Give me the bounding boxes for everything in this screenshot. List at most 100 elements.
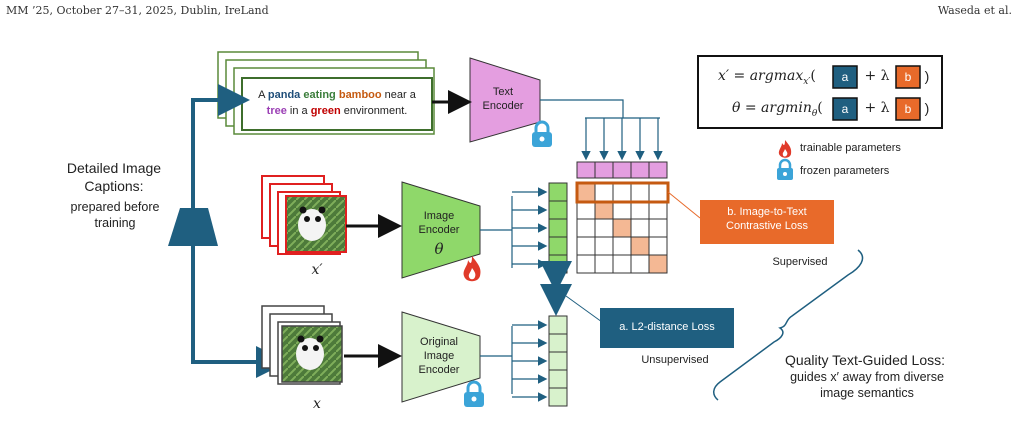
caption-text-line2: tree in a green environment.: [267, 105, 408, 117]
original-image-stack: [261, 305, 343, 385]
image-encoder-label: Image Encoder: [418, 210, 460, 236]
eq2-b-label: b: [904, 102, 912, 116]
matrix-cell: [630, 218, 650, 238]
caption-flow-line-down: [191, 246, 288, 378]
matrix-cell: [576, 236, 596, 256]
flame-icon: [778, 140, 792, 158]
image-embedding-cell: [548, 182, 568, 202]
matrix-cell: [630, 236, 650, 256]
caption-card-stack: [217, 51, 435, 135]
text-embedding-cell: [612, 161, 632, 179]
matrix-cell: [576, 200, 596, 220]
caption-flow-line: [191, 84, 250, 208]
caption-segment: in a: [287, 105, 311, 117]
matrix-cell: [576, 182, 596, 202]
original-encoder-label: Original Image Encoder: [418, 336, 460, 376]
text-embedding-cell: [648, 161, 668, 179]
text-embedding-row: [576, 161, 668, 179]
matrix-cell: [612, 218, 632, 238]
text-embedding-cell: [630, 161, 650, 179]
matrix-cell: [630, 182, 650, 202]
eq1-box-b: [895, 65, 921, 89]
original-embedding-cell: [548, 369, 568, 389]
matrix-cell: [648, 236, 668, 256]
matrix-cell: [648, 218, 668, 238]
caption-segment: near a: [382, 89, 417, 101]
supervised-label: Supervised: [772, 256, 828, 268]
matrix-cell: [594, 218, 614, 238]
original-embedding-cell: [548, 387, 568, 407]
eq1-b-label: b: [904, 70, 912, 84]
eq1-box-a: [832, 65, 858, 89]
matrix-cell: [594, 236, 614, 256]
loss-b-box: [700, 200, 834, 244]
eq2-box-a: [832, 97, 858, 121]
matrix-cell: [612, 200, 632, 220]
unsupervised-label: Unsupervised: [641, 354, 709, 366]
eq2-box-b: [895, 97, 921, 121]
detailed-captions-sub: prepared before training: [70, 200, 160, 230]
x-label: x: [313, 396, 321, 412]
loss-a-label: a. L2-distance Loss: [619, 321, 715, 333]
header-authors: Waseda et al.: [937, 4, 1012, 17]
original-encoder-shape: [401, 311, 481, 403]
x-prime-label: x′: [311, 262, 323, 278]
text-embedding-cell: [594, 161, 614, 179]
caption-segment: tree: [267, 105, 287, 117]
image-embedding-cell: [548, 218, 568, 238]
image-embedding-cell: [548, 200, 568, 220]
matrix-cell: [630, 200, 650, 220]
matrix-cell: [630, 254, 650, 274]
matrix-cell: [576, 254, 596, 274]
caption-source-shape: [168, 208, 218, 246]
image-embedding-cell: [548, 254, 568, 274]
lock-icon: [532, 120, 552, 147]
eq2-lhs: θ = argmin: [732, 100, 812, 116]
text-embedding-cell: [576, 161, 596, 179]
caption-segment: green: [311, 105, 341, 117]
matrix-cell: [648, 182, 668, 202]
similarity-matrix: [576, 182, 668, 274]
text-encoder-label: Text Encoder: [482, 86, 524, 112]
eq1-lhs: x′ = argmax: [718, 68, 804, 84]
eq1-subscript: x′: [803, 76, 811, 87]
eq2-subscript: θ: [811, 108, 818, 119]
image-embedding-cell: [548, 236, 568, 256]
loss-a-box: [600, 308, 734, 348]
eq2-plus-lambda: + λ: [864, 100, 890, 116]
matrix-cell: [594, 200, 614, 220]
original-feature-arrows: [512, 320, 548, 402]
image-embedding-column: [548, 182, 568, 274]
matrix-cell: [594, 254, 614, 274]
legend-frozen: frozen parameters: [800, 165, 890, 177]
matrix-cell: [594, 182, 614, 202]
quality-loss-title: Quality Text-Guided Loss:: [784, 352, 946, 368]
matrix-cell: [612, 254, 632, 274]
lock-icon: [777, 158, 793, 180]
theta-symbol: θ: [434, 240, 444, 258]
original-embedding-column: [548, 315, 568, 407]
matrix-cell: [648, 200, 668, 220]
quality-loss-sub: guides x′ away from diverse image semant…: [790, 370, 944, 400]
eq1-plus-lambda: + λ: [864, 68, 890, 84]
lock-icon: [464, 380, 484, 407]
matrix-cell: [612, 182, 632, 202]
eq2-a-label: a: [841, 102, 849, 116]
equation-1: x′ = argmaxx′(: [718, 68, 816, 87]
caption-segment: bamboo: [339, 89, 382, 101]
caption-segment: eating: [303, 89, 335, 101]
legend-trainable: trainable parameters: [800, 142, 901, 154]
original-embedding-cell: [548, 333, 568, 353]
detailed-captions-title: Detailed Image Captions:: [66, 160, 162, 194]
caption-text: A panda eating bamboo near a: [258, 89, 417, 101]
adversarial-image-stack: [261, 175, 347, 255]
equation-2: θ = argminθ(: [732, 100, 823, 119]
eq1-a-label: a: [841, 70, 849, 84]
image-feature-arrows: [512, 187, 548, 269]
image-encoder-shape: [401, 181, 481, 279]
original-embedding-cell: [548, 351, 568, 371]
caption-segment: panda: [268, 89, 301, 101]
original-embedding-cell: [548, 315, 568, 335]
header-venue: MM ’25, October 27–31, 2025, Dublin, Ire…: [6, 4, 269, 17]
